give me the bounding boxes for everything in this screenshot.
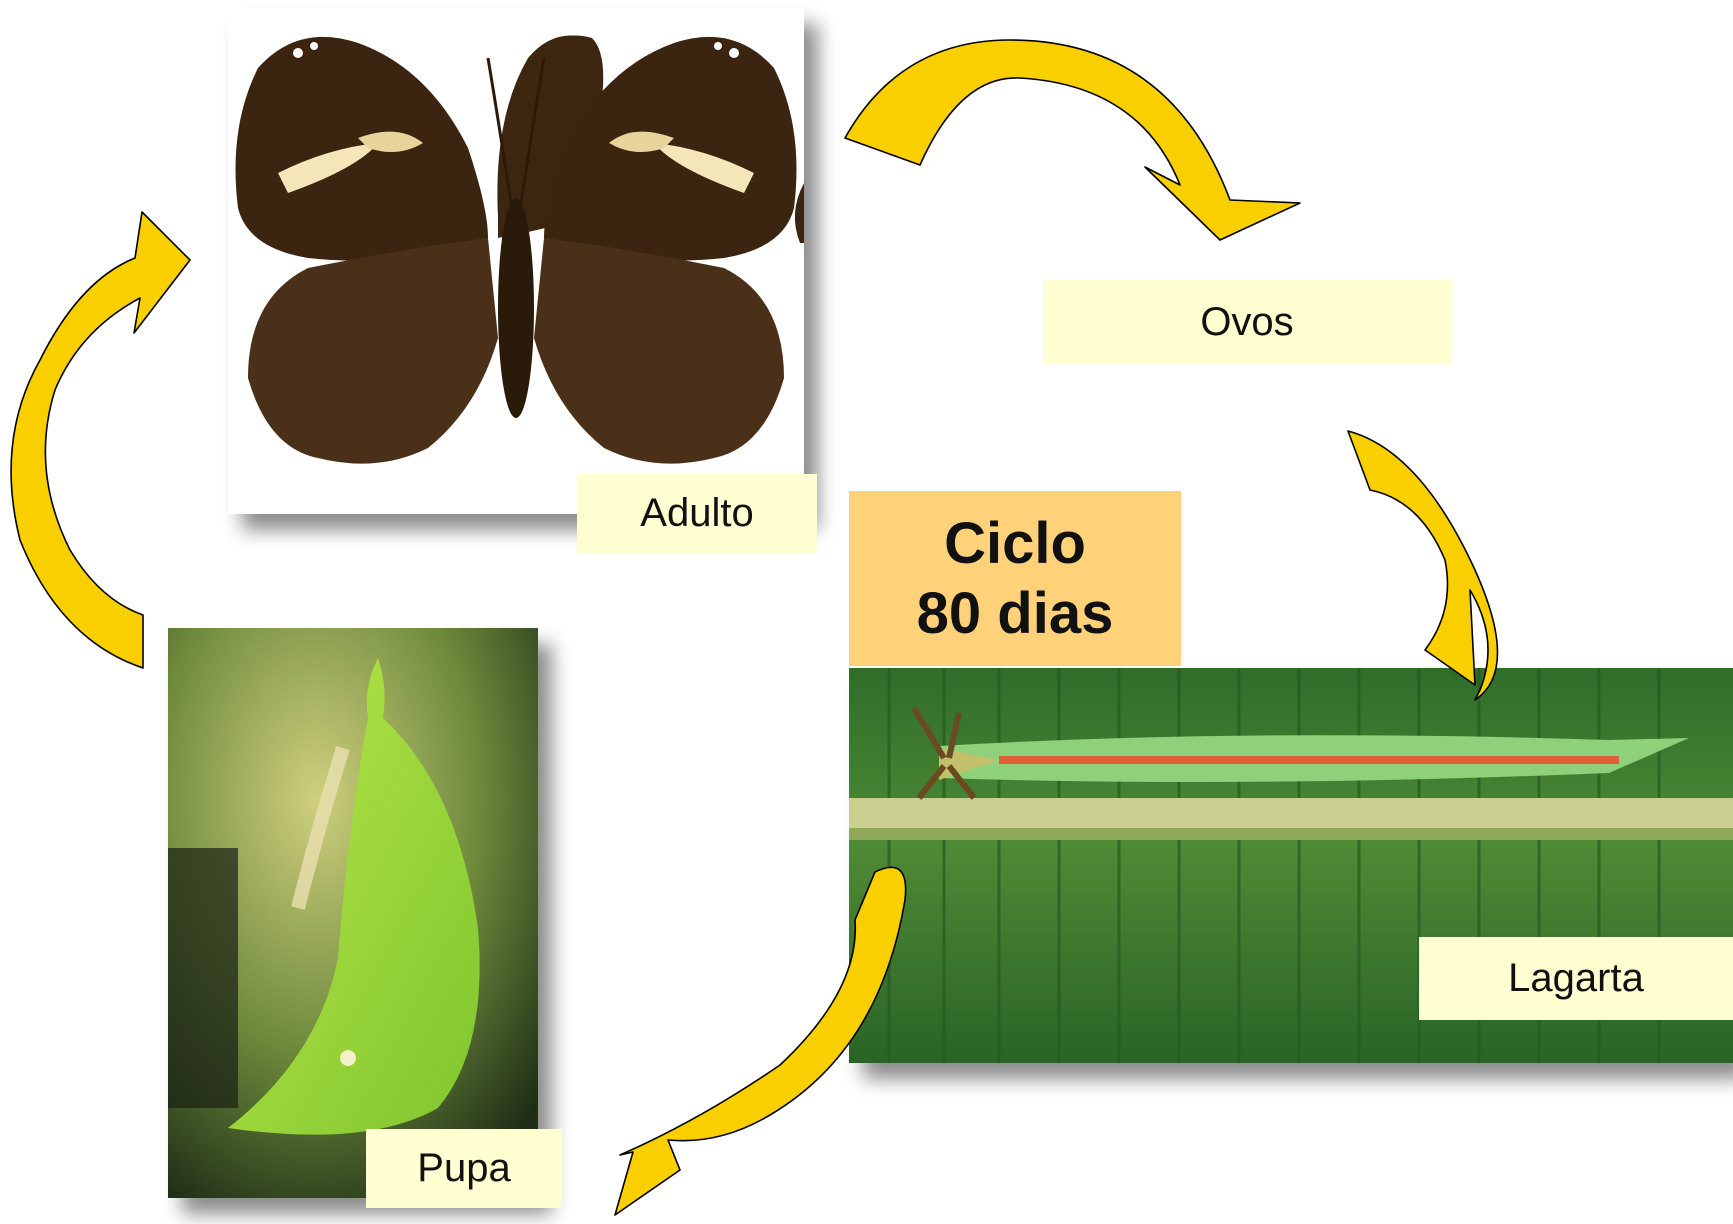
cycle-title-line-1: Ciclo (944, 509, 1086, 579)
cycle-title-line-2: 80 dias (917, 579, 1114, 649)
pupa-photo (168, 628, 538, 1198)
stage-label-eggs: Ovos (1043, 280, 1451, 364)
stage-label-larva: Lagarta (1419, 937, 1733, 1020)
stage-label-adult: Adulto (577, 474, 817, 553)
cycle-title-box: Ciclo 80 dias (849, 491, 1181, 666)
cycle-arrow-icon (11, 212, 190, 668)
pupa-icon (168, 628, 538, 1198)
stage-label-pupa: Pupa (366, 1129, 562, 1208)
butterfly-icon (228, 8, 804, 514)
cycle-arrow-icon (1348, 431, 1498, 700)
butterfly-photo (228, 8, 804, 514)
cycle-arrow-icon (845, 40, 1300, 240)
